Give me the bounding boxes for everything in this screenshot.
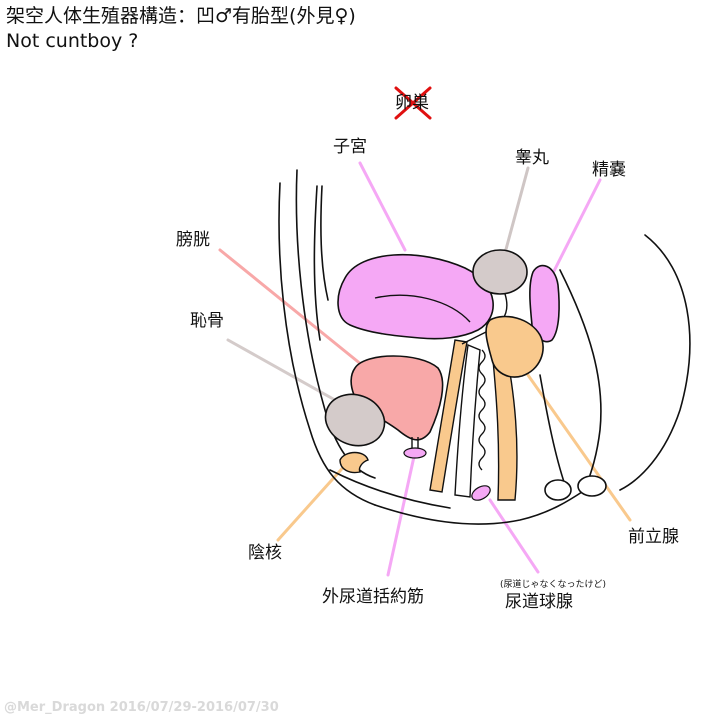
inner-canal [454, 344, 481, 498]
leader-bladder [218, 248, 364, 367]
vaginal-canal [429, 339, 468, 493]
page-title: 架空人体生殖器構造：凹♂有胎型(外見♀) [6, 5, 356, 27]
sphincter-shape [403, 447, 427, 459]
leader-clitoris [276, 460, 350, 542]
bulbourethral-gland-shape [471, 485, 491, 501]
abdomen-front-outline [278, 182, 376, 506]
leader-prostate [521, 366, 632, 522]
prostate-shape [485, 315, 544, 378]
leader-pubic-bone [226, 338, 337, 402]
leader-bulbourethral [488, 498, 540, 574]
anus-ring-1 [544, 479, 572, 501]
back-inner-outline [559, 269, 602, 491]
label-testis: 睾丸 [515, 148, 549, 168]
anus-ring-2 [577, 475, 607, 497]
label-bulbourethral-gland: 尿道球腺 [505, 592, 573, 612]
testis-shape [472, 249, 528, 295]
label-uterus: 子宮 [333, 137, 367, 157]
uterus-cavity [374, 294, 471, 323]
label-bulbourethral-note: (尿道じゃなくなったけど) [500, 580, 607, 590]
label-clitoris: 陰核 [248, 543, 282, 563]
rectum-line [539, 374, 566, 486]
label-prostate: 前立腺 [628, 527, 679, 547]
posterior-wall [491, 344, 518, 501]
leader-uterus [358, 161, 407, 252]
ovary-cross-mark [394, 86, 432, 120]
label-sphincter: 外尿道括約筋 [322, 587, 424, 607]
vulva-outline [329, 469, 451, 509]
clitoris-shape [339, 451, 369, 474]
label-ovary: 卵巣 [395, 93, 429, 113]
label-seminal-vesicle: 精嚢 [592, 160, 626, 180]
perineum-outline [374, 489, 586, 525]
title-block: 架空人体生殖器構造：凹♂有胎型(外見♀) Not cuntboy ? [6, 4, 356, 54]
buttock-outline [619, 234, 691, 491]
label-bladder: 膀胱 [176, 230, 210, 250]
credit-watermark: @Mer_Dragon 2016/07/29-2016/07/30 [4, 700, 279, 715]
leader-testis [503, 166, 530, 255]
page-subtitle: Not cuntboy ? [6, 30, 139, 52]
peritoneum-line-2 [320, 185, 329, 301]
sperm-duct-squiggle [478, 349, 486, 471]
pubic-bone-shape [324, 393, 386, 447]
label-pubic-bone: 恥骨 [190, 311, 224, 331]
peritoneum-line-1 [313, 185, 321, 341]
seminal-vesicle-shape [529, 264, 560, 343]
leader-seminal-vesicle [550, 178, 602, 277]
